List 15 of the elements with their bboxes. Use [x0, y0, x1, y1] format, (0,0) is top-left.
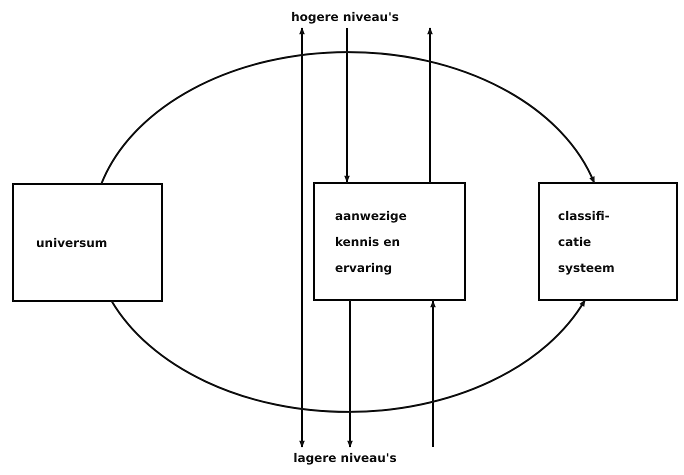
concept-box: [12, 183, 163, 302]
box-label: aanwezige kennis en ervaring: [335, 208, 408, 277]
arrow: [347, 301, 353, 448]
process-box: [313, 182, 466, 301]
box-label: classifi- catie systeem: [558, 208, 616, 277]
arrow: [427, 27, 433, 182]
arrow: [430, 300, 436, 447]
box-label: universum: [36, 234, 108, 252]
cycle-arrow: [110, 299, 586, 413]
cycle-arrow: [100, 51, 596, 184]
level-label: hogere niveau's: [290, 9, 400, 26]
double-arrow: [299, 27, 305, 448]
arrow: [344, 28, 350, 183]
concept-box: [538, 182, 678, 301]
level-label: lagere niveau's: [292, 450, 398, 467]
